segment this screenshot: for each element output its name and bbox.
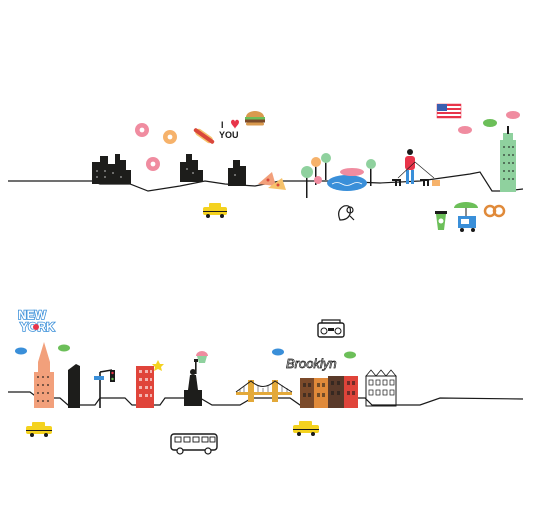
us-flag-icon [436,103,462,119]
flatiron-icon [68,364,80,408]
i-love-you-text: I YOU [219,119,239,140]
dog-walker-icon [392,149,440,186]
taxi-icon [203,203,227,218]
brooklyn-bridge-icon [235,380,293,402]
squirrel-icon [338,205,355,221]
school-bus-icon [170,433,218,455]
coffee-cup-icon [435,211,447,230]
heart-icon [231,119,239,129]
brooklyn-label: Brooklyn [286,356,337,371]
cupcake-icon [196,351,208,363]
svg-text:I: I [221,120,224,130]
red-building-icon [136,360,164,408]
black-skyline-left [92,154,246,186]
apple-icon [33,324,39,330]
svg-text:YOU: YOU [219,130,239,140]
traffic-light-icon [94,369,115,408]
chrysler-icon [34,342,54,408]
food-cart-icon [454,202,478,232]
new-york-title: NEW YORK [17,307,56,335]
svg-text:NEW: NEW [18,308,47,322]
empire-state-icon [500,126,516,192]
boombox-icon [317,319,345,338]
hotdog-icon [193,128,215,144]
cloud-icon [15,344,356,359]
donut-icon [135,123,177,171]
brownstone-icon [300,369,397,408]
tree-icon [301,153,376,198]
pretzel-icon [483,204,506,218]
pizza-icon [258,172,286,190]
taxi-icon [26,422,52,437]
burger-icon [245,111,265,126]
park-pond [327,168,367,191]
statue-of-liberty-icon [184,359,202,406]
cloud-icon [458,111,520,134]
taxi-icon [293,421,319,436]
